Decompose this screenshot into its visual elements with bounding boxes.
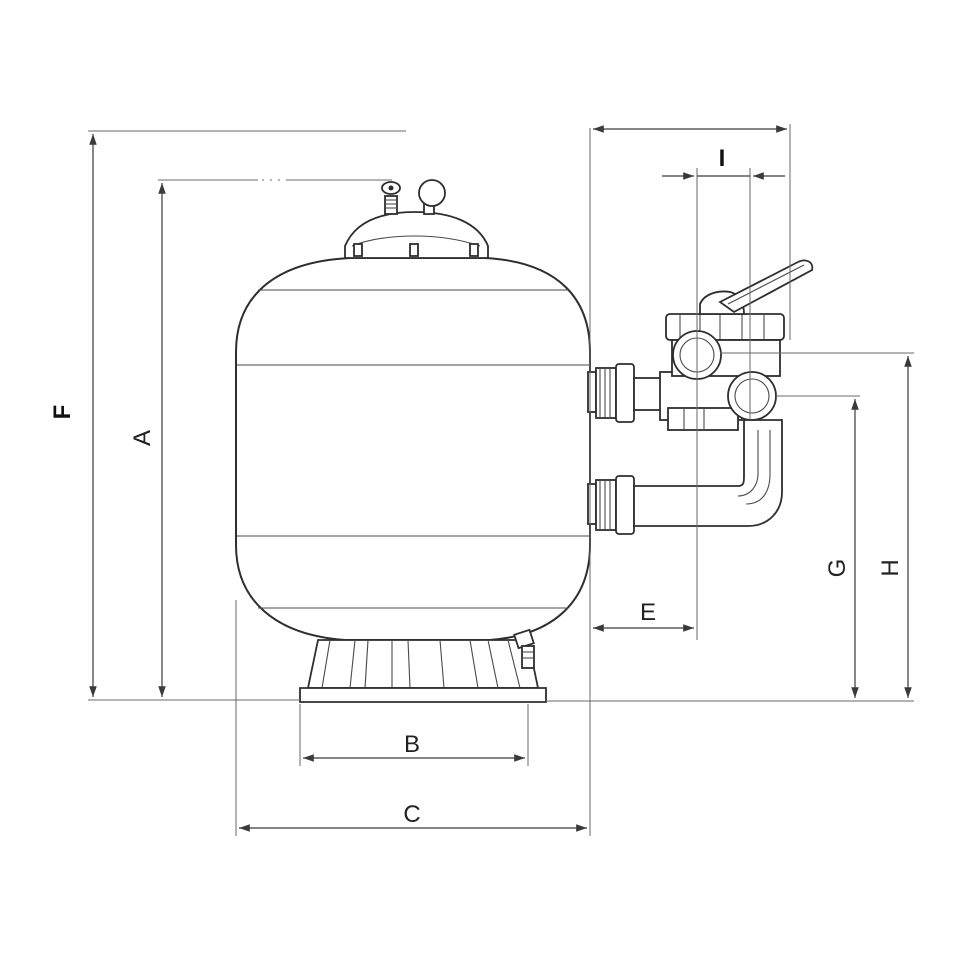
- dimension-b-label: B: [404, 731, 420, 758]
- dimension-valve-width: [593, 124, 791, 340]
- dimension-f-label: F: [49, 405, 76, 420]
- multiport-valve: [659, 259, 814, 431]
- lower-union-connector: [587, 475, 635, 535]
- dimension-f: [88, 130, 406, 701]
- dimension-a-label: A: [129, 430, 156, 446]
- drain-plug: [513, 628, 535, 669]
- dimension-h: [720, 352, 914, 702]
- tank-base: [299, 639, 547, 703]
- tank-body: [235, 257, 591, 641]
- dimension-b: [299, 704, 529, 766]
- dimension-c-label: C: [403, 801, 420, 828]
- valve-port-side: [727, 371, 777, 421]
- dimension-a: [158, 179, 392, 697]
- upper-union-connector: [587, 363, 663, 423]
- filter-tank: [235, 257, 591, 641]
- dimension-i-label: I: [719, 145, 726, 172]
- dimension-h-label: H: [877, 559, 904, 576]
- dimension-g: [776, 395, 860, 698]
- air-release-valve: [381, 181, 401, 215]
- dimension-g-label: G: [824, 559, 851, 578]
- return-pipe: [633, 419, 783, 527]
- dimension-c: [235, 128, 591, 836]
- dimension-e-label: E: [640, 599, 656, 626]
- dome-lid: [344, 211, 489, 259]
- dimension-i: [662, 168, 785, 640]
- pressure-gauge: [418, 179, 446, 215]
